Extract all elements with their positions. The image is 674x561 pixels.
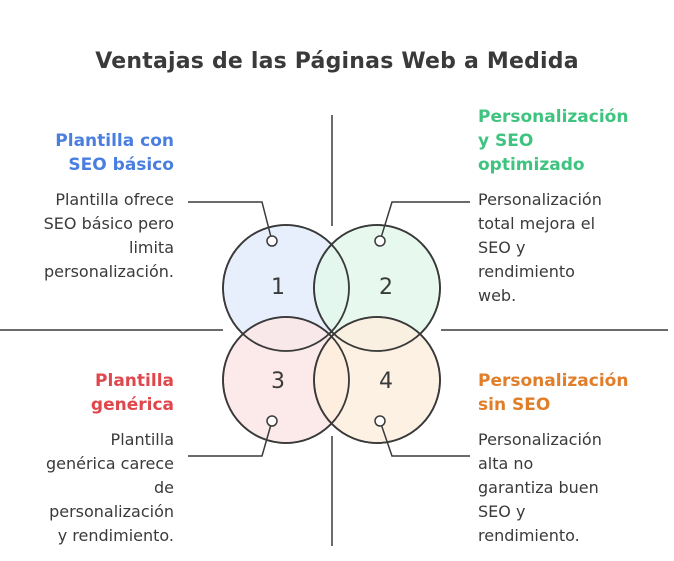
quadrant-3-description: Plantilla genérica carece de personaliza… bbox=[45, 430, 174, 545]
connector-3 bbox=[188, 420, 273, 457]
circle-number-2: 2 bbox=[379, 275, 393, 300]
circle-number-1: 1 bbox=[271, 275, 285, 300]
connector-dot-1 bbox=[266, 235, 278, 247]
connector-1 bbox=[188, 201, 273, 242]
circle-2-outline bbox=[313, 224, 441, 352]
circle-number-4: 4 bbox=[379, 369, 393, 394]
circle-4-outline bbox=[313, 316, 441, 444]
connector-2 bbox=[379, 201, 470, 242]
quadrant-3-heading: Plantilla genérica bbox=[90, 371, 174, 415]
circle-1-outline bbox=[222, 224, 350, 352]
quadrant-4-description: Personalización alta no garantiza buen S… bbox=[478, 430, 602, 545]
diagram-title: Ventajas de las Páginas Web a Medida bbox=[95, 49, 579, 74]
quadrant-2-heading: Personalización y SEO optimizado bbox=[478, 107, 629, 175]
quadrant-2-description: Personalización total mejora el SEO y re… bbox=[478, 190, 602, 305]
quadrant-1-heading: Plantilla con SEO básico bbox=[55, 131, 174, 175]
circle-3-outline bbox=[222, 316, 350, 444]
connector-dot-3 bbox=[266, 415, 278, 427]
quadrant-4-heading: Personalización sin SEO bbox=[478, 371, 629, 415]
quadrant-1-description: Plantilla ofrece SEO básico pero limita … bbox=[43, 190, 174, 281]
connector-4 bbox=[379, 420, 470, 457]
connector-dot-2 bbox=[374, 235, 386, 247]
circle-number-3: 3 bbox=[271, 369, 285, 394]
connector-dot-4 bbox=[374, 415, 386, 427]
